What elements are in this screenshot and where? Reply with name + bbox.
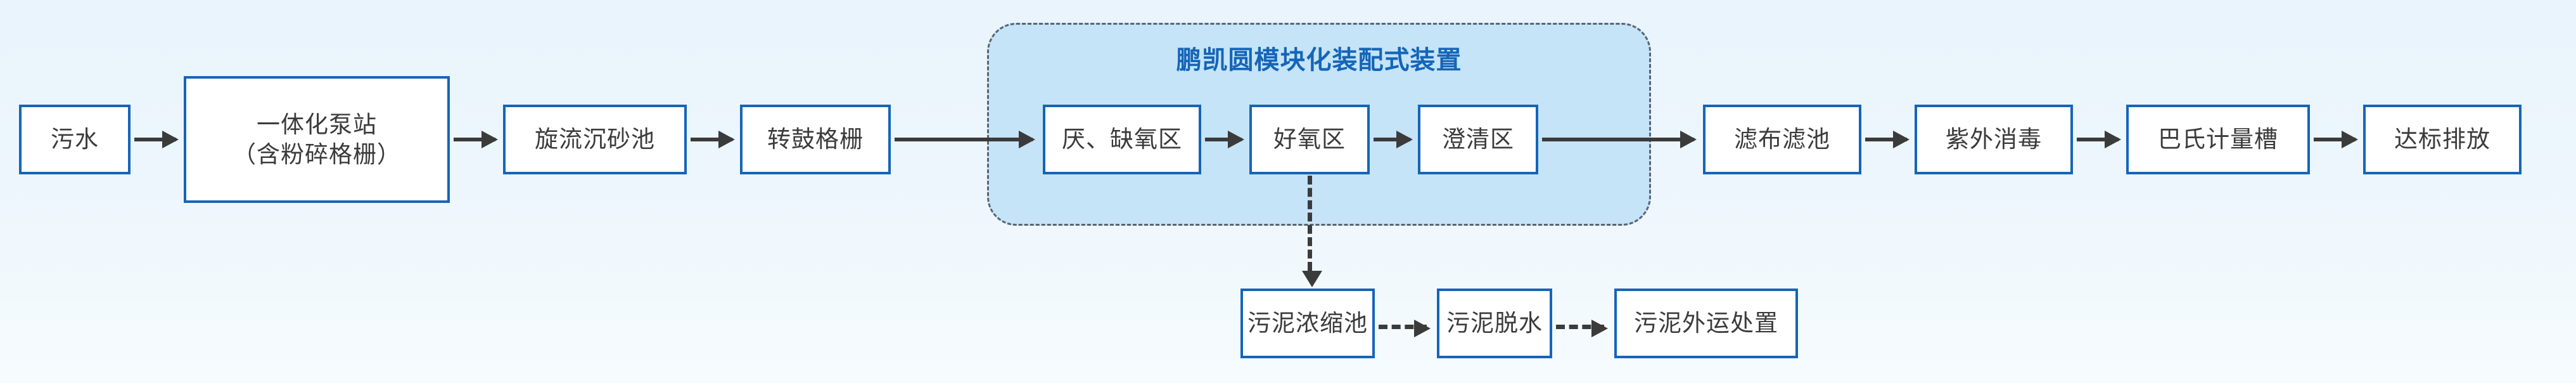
node-drum-screen[interactable]: 转鼓格栅 — [740, 105, 891, 174]
arrow-anoxic-zone-to-aerobic-zone — [1205, 138, 1242, 141]
node-sludge-dewater[interactable]: 污泥脱水 — [1437, 289, 1552, 358]
arrow-uv-disinfect-to-parshall — [2077, 138, 2119, 141]
node-aerobic-zone[interactable]: 好氧区 — [1249, 105, 1370, 174]
arrow-clarify-zone-to-cloth-filter — [1542, 138, 1694, 141]
node-uv-disinfect[interactable]: 紫外消毒 — [1915, 105, 2073, 174]
node-influent[interactable]: 污水 — [19, 105, 131, 174]
node-clarify-zone[interactable]: 澄清区 — [1418, 105, 1538, 174]
arrow-sludge-dewater-to-sludge-transport — [1556, 325, 1604, 329]
node-sludge-thickener[interactable]: 污泥浓缩池 — [1240, 289, 1375, 358]
arrow-grit-chamber-to-drum-screen — [691, 138, 732, 141]
node-effluent[interactable]: 达标排放 — [2363, 105, 2522, 174]
arrow-aerobic-zone-to-clarify-zone — [1374, 138, 1410, 141]
arrow-parshall-to-effluent — [2314, 138, 2356, 141]
node-sludge-transport[interactable]: 污泥外运处置 — [1614, 289, 1798, 358]
arrow-influent-to-pump-station — [134, 138, 176, 141]
node-grit-chamber[interactable]: 旋流沉砂池 — [503, 105, 687, 174]
arrow-pump-station-to-grit-chamber — [454, 138, 495, 141]
node-parshall[interactable]: 巴氏计量槽 — [2126, 105, 2310, 174]
node-cloth-filter[interactable]: 滤布滤池 — [1703, 105, 1861, 174]
arrow-drum-screen-to-anoxic-zone — [895, 138, 1033, 141]
node-pump-station[interactable]: 一体化泵站 （含粉碎格栅） — [184, 76, 450, 203]
arrow-aerobic-zone-to-sludge-thickener — [1308, 176, 1312, 271]
arrow-sludge-thickener-to-sludge-dewater — [1379, 325, 1427, 329]
module-panel-title: 鹏凯圆模块化装配式装置 — [1176, 46, 1462, 74]
arrow-cloth-filter-to-uv-disinfect — [1865, 138, 1907, 141]
node-anoxic-zone[interactable]: 厌、缺氧区 — [1043, 105, 1201, 174]
